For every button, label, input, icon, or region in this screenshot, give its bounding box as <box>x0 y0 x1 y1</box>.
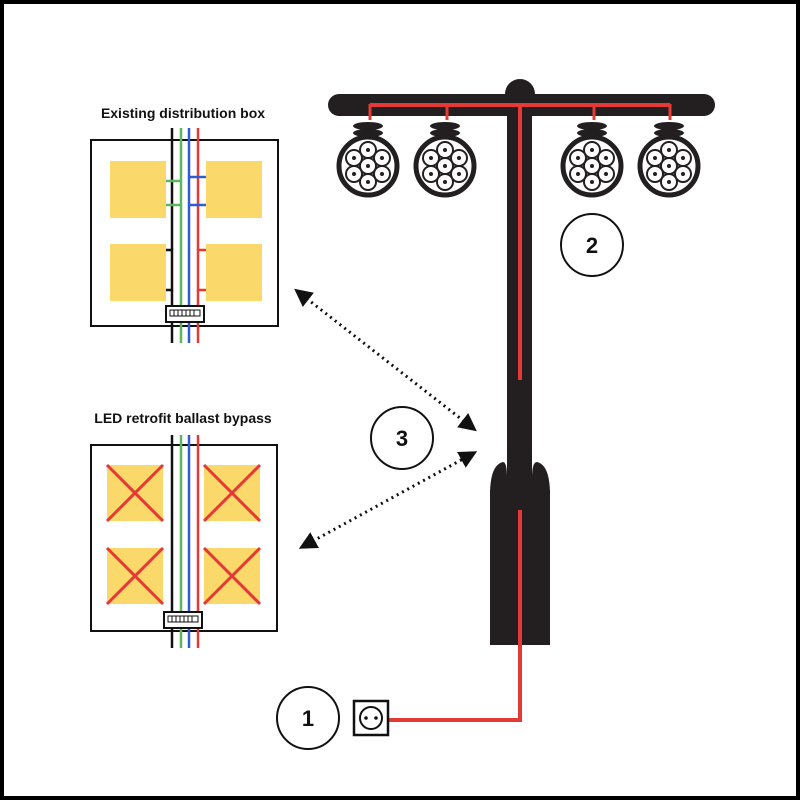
power-socket-icon <box>352 699 390 737</box>
ballast <box>110 161 166 218</box>
terminal-block-icon <box>165 305 205 323</box>
led-bypass-box <box>90 435 278 648</box>
svg-text:3: 3 <box>396 426 408 451</box>
led-lamp-icon <box>416 122 474 195</box>
ballast <box>206 161 262 218</box>
step-badge-3: 3 <box>370 406 434 470</box>
led-lamp-icon <box>563 122 621 195</box>
step-badge-2: 2 <box>560 213 624 277</box>
dotted-arrow <box>298 451 478 549</box>
street-light-pole <box>328 79 715 720</box>
step-badge-1: 1 <box>276 686 340 750</box>
bypass-cross <box>105 463 262 606</box>
ballast <box>110 244 166 301</box>
existing-distribution-box <box>90 128 279 343</box>
led-lamp-icon <box>640 122 698 195</box>
led-lamp-icon <box>339 122 397 195</box>
existing-box-title: Existing distribution box <box>101 105 265 121</box>
ballast <box>206 244 262 301</box>
dotted-arrow <box>294 288 477 432</box>
led-bypass-title: LED retrofit ballast bypass <box>94 410 272 426</box>
svg-text:2: 2 <box>586 233 598 258</box>
terminal-block-icon <box>163 611 203 629</box>
svg-text:1: 1 <box>302 706 314 731</box>
